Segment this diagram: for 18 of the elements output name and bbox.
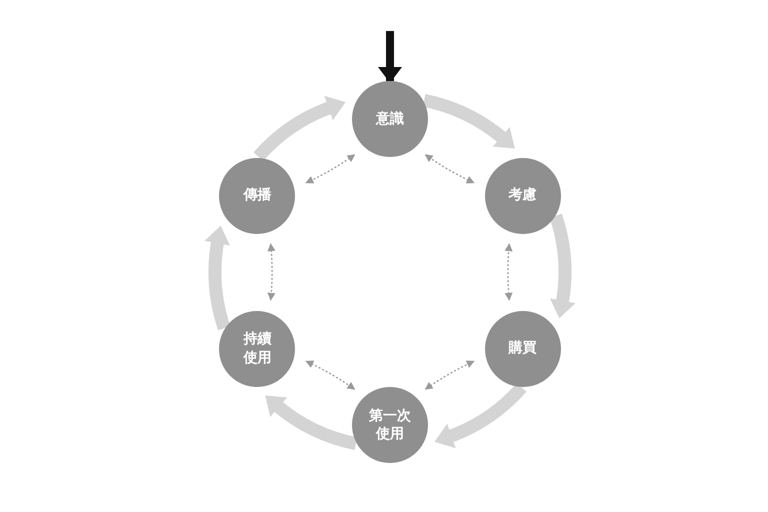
dashed-connector [504,243,513,301]
cycle-arrow [264,396,358,450]
stage-label: 持續使用 [242,330,272,367]
entry-arrow [378,31,402,83]
stage-label: 傳播 [242,186,272,205]
cycle-arrow [204,225,231,330]
stage-label: 購買 [507,339,538,358]
dashed-connector [267,243,276,301]
dashed-connector [424,360,475,390]
dashed-connector [424,154,475,184]
stage-label: 考慮 [507,186,538,205]
stage-label: 第一次使用 [368,406,412,444]
cycle-arrow [549,214,576,319]
cycle-arrow [422,94,516,148]
stage-label: 意識 [374,110,405,128]
dashed-connector [305,360,356,390]
dashed-connector [305,154,356,184]
cycle-arrow [254,96,346,162]
